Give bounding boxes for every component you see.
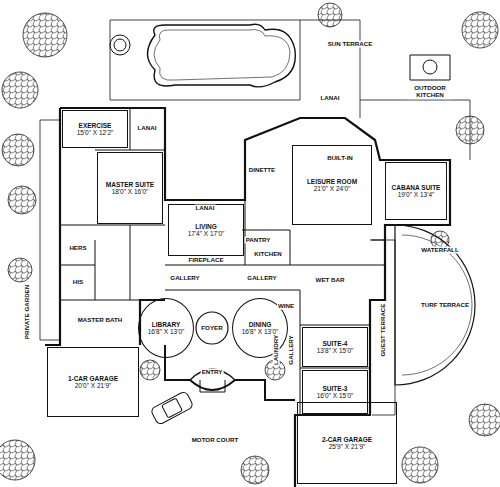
area-label: OUTDOOR KITCHEN	[407, 85, 453, 99]
room-box: 1-CAR GARAGE20'0" X 21'9"	[47, 347, 139, 417]
area-label: LAUNDRY	[273, 334, 280, 366]
room-dimension: 15'0" X 12'2"	[76, 129, 115, 136]
area-label: GALLERY	[288, 334, 295, 365]
room-name: CABANA SUITE	[391, 184, 442, 191]
area-label: WINE	[277, 303, 295, 310]
room-box: CABANA SUITE19'0" X 13'4"	[385, 162, 447, 220]
area-label: SUN TERRACE	[327, 41, 374, 48]
room-name: SUITE-3	[322, 385, 349, 392]
room-dimension: 13'8" X 15'0"	[316, 347, 355, 354]
area-label: GALLERY	[246, 275, 277, 282]
area-label: FOYER	[200, 325, 223, 332]
room-name: SUITE-4	[322, 340, 349, 347]
room-name: MASTER SUITE	[105, 181, 155, 188]
room-dimension: 16'0" X 15'0"	[316, 392, 355, 399]
area-label: DINETTE	[248, 167, 276, 174]
room-name: EXERCISE	[78, 122, 113, 129]
room-name: LIVING	[194, 223, 218, 230]
area-label: HIS	[72, 279, 84, 286]
room-dimension: 17'4" X 17'0"	[187, 230, 226, 237]
room-dimension: 25'9" X 21'9"	[328, 443, 367, 450]
area-label: TURF TERRACE	[420, 302, 470, 309]
room-box: LIVING17'4" X 17'0"	[168, 204, 244, 256]
room-box: 2-CAR GARAGE25'9" X 21'9"	[297, 402, 397, 484]
room-dimension: 20'0" X 21'9"	[74, 382, 113, 389]
room-name: LEISURE ROOM	[306, 178, 358, 185]
area-label: BUILT-IN	[326, 155, 354, 162]
area-label: ENTRY	[201, 369, 224, 376]
area-label: KITCHEN	[253, 251, 283, 258]
room-dimension: 16'8" X 13'0"	[147, 328, 186, 335]
area-label: WATERFALL	[420, 247, 459, 254]
area-label: LANAI	[195, 205, 216, 212]
area-label: MOTOR COURT	[191, 437, 240, 444]
area-label: FIREPLACE	[187, 257, 224, 264]
room-box: LIBRARY16'8" X 13'0"	[138, 298, 194, 358]
room-name: 2-CAR GARAGE	[321, 436, 373, 443]
area-label: GUEST TERRACE	[380, 303, 387, 358]
area-label: GALLERY	[169, 275, 200, 282]
area-label: PRIVATE GARDEN	[24, 284, 31, 340]
room-name: LIBRARY	[151, 321, 182, 328]
room-dimension: 21'0" X 24'0"	[313, 185, 352, 192]
room-box: EXERCISE15'0" X 12'2"	[62, 110, 128, 148]
room-name: DINING	[248, 321, 273, 328]
room-box: SUITE-413'8" X 15'0"	[302, 327, 368, 367]
area-label: LANAI	[320, 95, 341, 102]
area-label: LANAI	[137, 125, 158, 132]
area-label: PANTRY	[245, 237, 272, 244]
room-name: 1-CAR GARAGE	[67, 375, 119, 382]
room-dimension: 19'0" X 13'4"	[397, 191, 436, 198]
area-label: WET BAR	[315, 277, 346, 284]
room-box: MASTER SUITE18'0" X 16'0"	[97, 152, 163, 224]
area-label: MASTER BATH	[77, 317, 124, 324]
room-box: SUITE-316'0" X 15'0"	[302, 370, 368, 414]
room-dimension: 18'0" X 16'0"	[111, 188, 150, 195]
area-label: HERS	[68, 245, 87, 252]
